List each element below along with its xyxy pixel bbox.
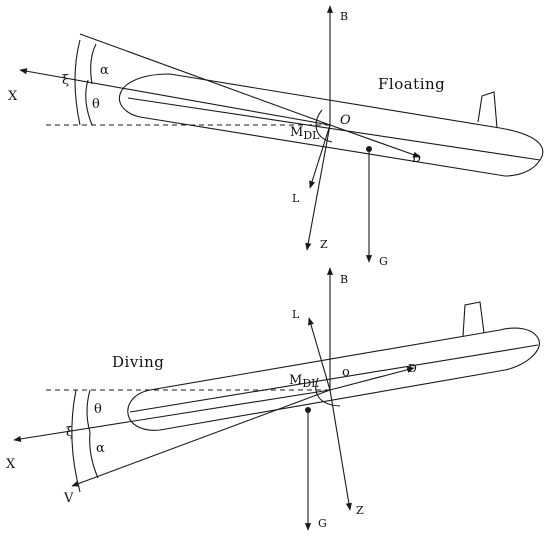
diving-label-d: D <box>408 362 417 375</box>
diving-diagram: Diving X ξ θ α V B o MDL D L Z G <box>6 267 540 531</box>
diving-label-x: X <box>6 457 16 472</box>
diving-moment-arc <box>315 377 341 407</box>
diving-velocity-vector <box>71 389 331 487</box>
diving-label-alpha: α <box>96 441 105 456</box>
floating-label-xi: ξ <box>62 73 69 88</box>
diving-title: Diving <box>112 353 164 371</box>
floating-hull <box>118 73 544 177</box>
diving-label-z: Z <box>356 504 364 517</box>
diving-label-b: B <box>340 273 348 286</box>
diving-drag-vector <box>329 366 415 391</box>
floating-z-axis <box>305 124 331 251</box>
floating-label-d: D <box>412 152 421 165</box>
floating-title: Floating <box>378 75 445 93</box>
diving-label-theta: θ <box>94 402 102 417</box>
diving-label-xi: ξ <box>66 425 73 440</box>
floating-label-l: L <box>292 192 300 205</box>
floating-label-alpha: α <box>100 63 109 78</box>
diving-label-g: G <box>318 517 327 530</box>
floating-hull-midline <box>127 97 541 161</box>
floating-label-g: G <box>379 255 388 268</box>
diving-z-axis <box>329 389 352 511</box>
diving-angle-arc-xi <box>71 389 81 493</box>
floating-angle-arc-alpha <box>90 43 97 85</box>
floating-x-axis <box>19 68 331 126</box>
floating-fin <box>477 91 498 129</box>
diving-label-v: V <box>63 491 74 506</box>
diving-label-o: o <box>342 365 350 380</box>
floating-angle-arc-xi <box>74 39 81 126</box>
floating-label-o: O <box>340 113 351 128</box>
floating-moment-arc <box>315 109 333 143</box>
diving-angle-arc-theta <box>86 389 91 433</box>
floating-diagram: Floating X ξ α θ B O MDL D L Z G <box>8 5 544 268</box>
floating-lift-vector <box>309 124 331 189</box>
diving-hull <box>127 327 540 431</box>
diving-fin <box>462 301 485 337</box>
floating-label-z: Z <box>320 238 328 251</box>
floating-velocity-line <box>79 33 331 126</box>
floating-label-x: X <box>8 89 18 104</box>
diving-label-l: L <box>292 308 300 321</box>
floating-label-b: B <box>340 10 348 23</box>
floating-drag-vector <box>329 124 421 158</box>
floating-label-theta: θ <box>92 97 100 112</box>
diving-hull-midline <box>129 344 539 413</box>
diving-angle-arc-alpha <box>89 431 99 479</box>
diving-x-axis <box>13 389 331 442</box>
floating-label-m: MDL <box>290 125 320 142</box>
diving-label-m: MDL <box>289 373 319 390</box>
diving-lift-vector <box>307 317 331 391</box>
floating-angle-arc-theta <box>85 79 93 126</box>
